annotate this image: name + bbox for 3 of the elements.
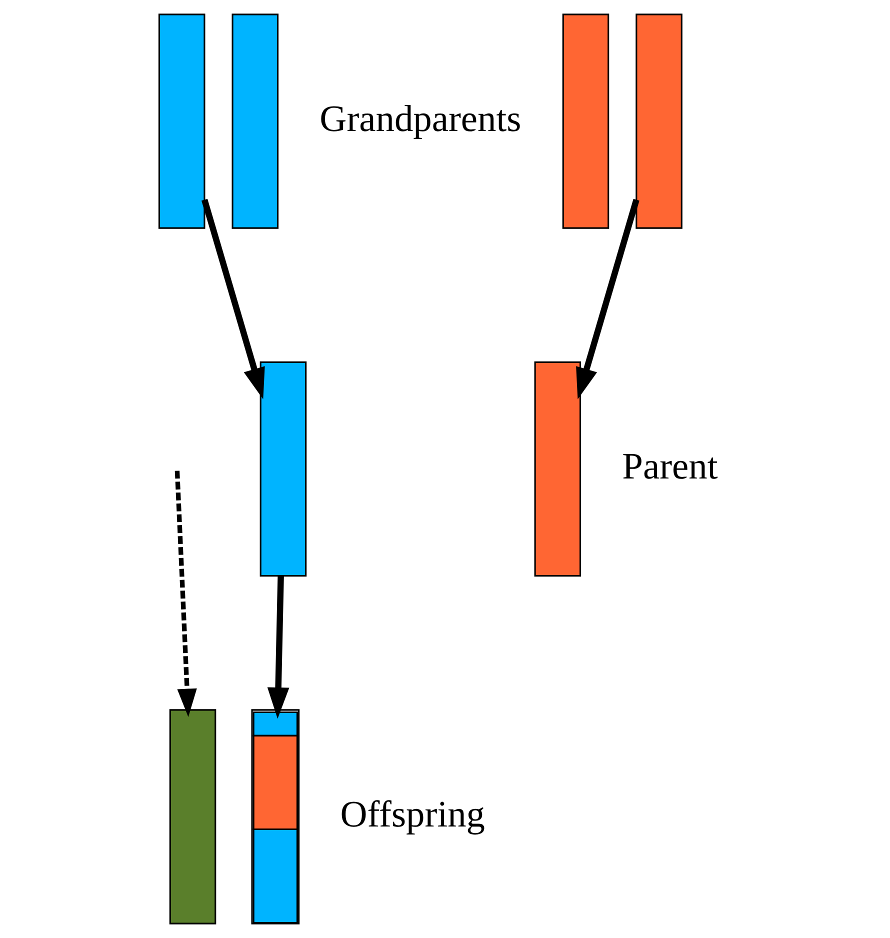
node-label: Offspring [340, 794, 486, 836]
label: Grandparents [320, 98, 522, 140]
node-label: Parent [622, 446, 718, 488]
